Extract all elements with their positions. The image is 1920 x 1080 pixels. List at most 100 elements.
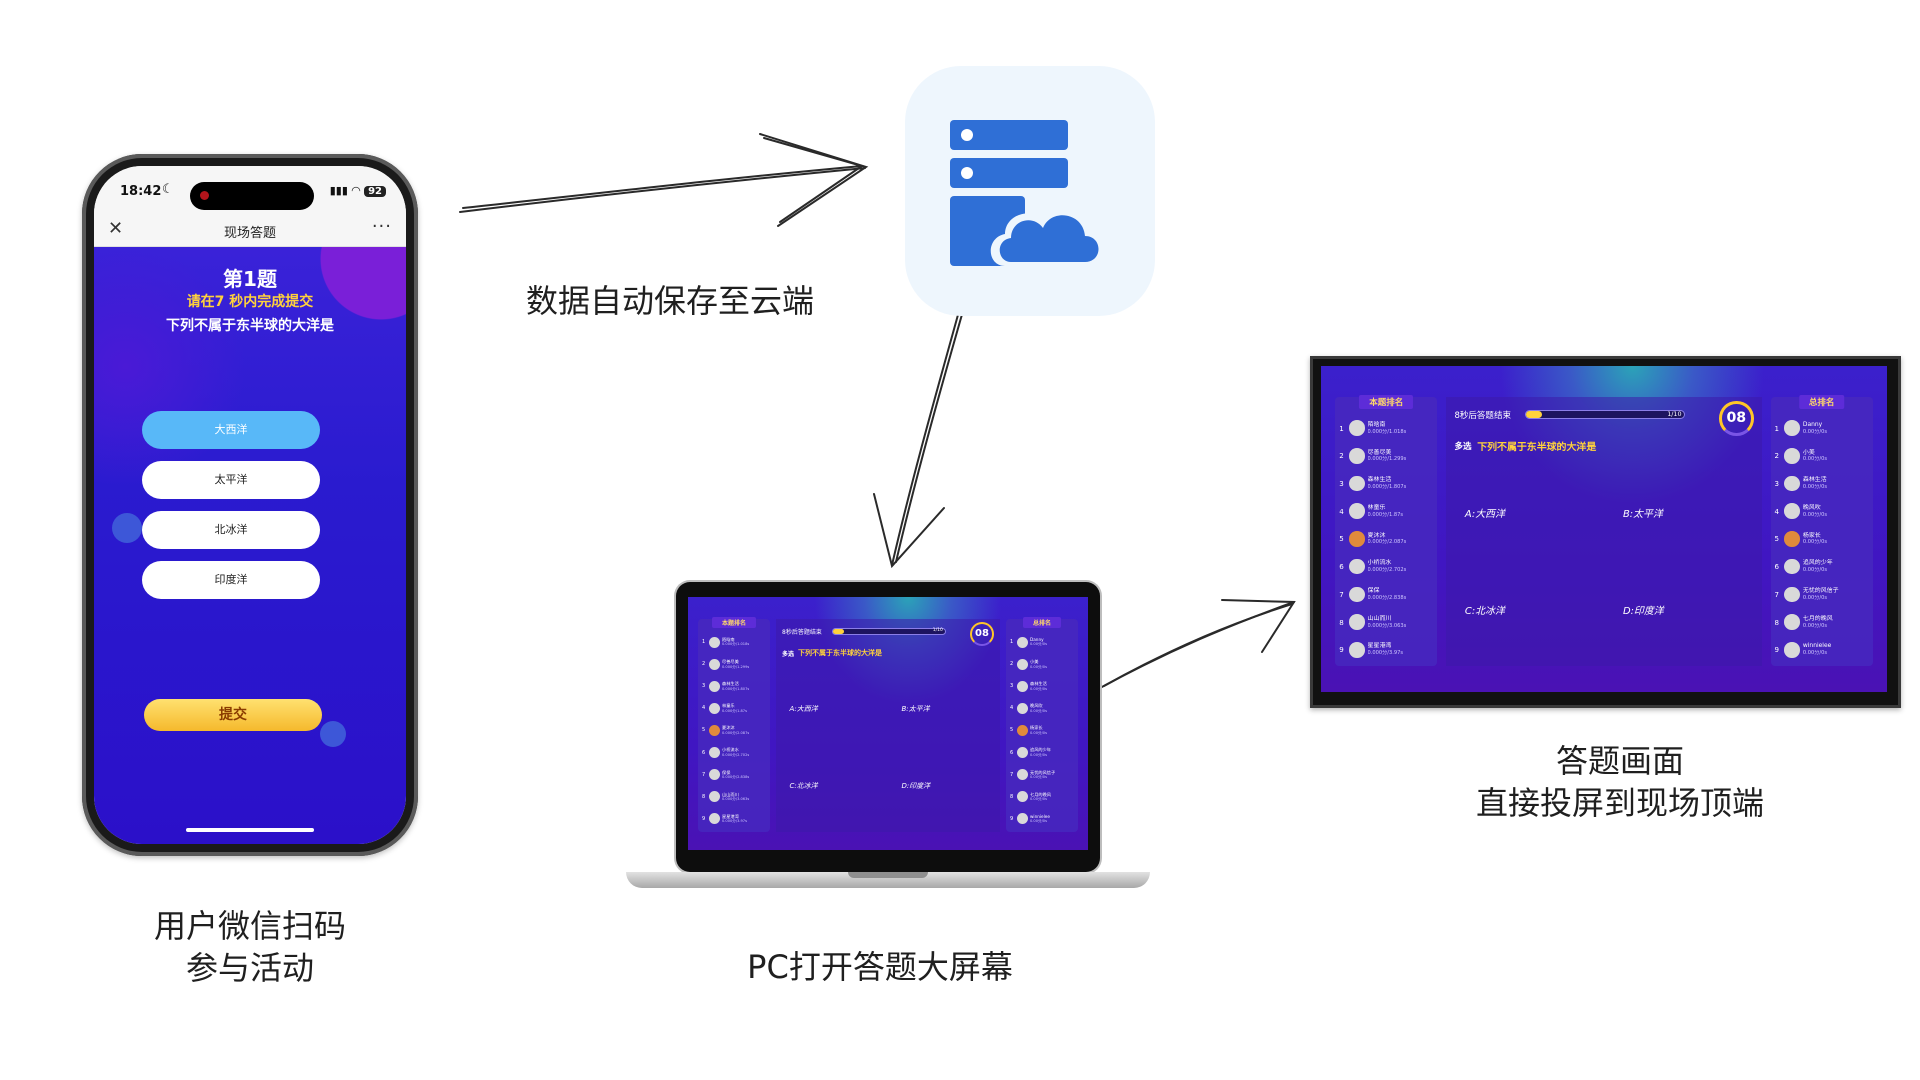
rank-score: 0.000分/3.063s	[1367, 622, 1407, 629]
option-d[interactable]: D:印度洋	[901, 781, 931, 790]
avatar	[1349, 531, 1365, 547]
rank-number: 9	[1774, 645, 1780, 655]
option-c[interactable]: C:北冰洋	[1464, 605, 1505, 617]
avatar	[1349, 614, 1365, 630]
question-text: 下列不属于东半球的大洋是	[166, 318, 334, 334]
rank-number: 4	[1339, 506, 1344, 516]
rank-score: 0.000分/2.702s	[1367, 567, 1407, 574]
avatar	[709, 636, 720, 648]
rank-score: 0.000分/1.018s	[1367, 428, 1407, 435]
progress-bar	[1524, 410, 1685, 420]
arrow-cloud-to-laptop	[891, 285, 967, 566]
rank-score: 0.00分/0s	[1802, 594, 1828, 601]
rank-score: 0.00分/0s	[1802, 650, 1828, 657]
rank-name: 七月的晚风	[1802, 614, 1833, 622]
rank-name: 山山而川	[722, 791, 739, 797]
more-dots-icon[interactable]: ···	[371, 216, 392, 237]
right-rank-title: 总排名	[1798, 395, 1845, 410]
rank-score: 0.00分/0s	[1802, 484, 1828, 491]
avatar	[1784, 614, 1801, 630]
avatar	[1017, 636, 1028, 648]
rank-number: 3	[1774, 479, 1780, 489]
option-c[interactable]: C:北冰洋	[789, 781, 818, 790]
option-d[interactable]: 印度洋	[142, 561, 320, 599]
rank-score: 0.00分/0s	[1030, 752, 1047, 757]
avatar	[1017, 813, 1028, 825]
option-a[interactable]: 大西洋	[142, 411, 320, 449]
rank-number: 6	[1010, 749, 1014, 756]
rank-score: 0.000分/1.807s	[722, 686, 750, 691]
wifi-icon: ◠	[351, 184, 361, 197]
rank-name: 森林生活	[722, 681, 739, 687]
option-a[interactable]: A:大西洋	[1464, 508, 1505, 520]
rank-name: 陌晗南	[722, 636, 735, 642]
option-b[interactable]: 太平洋	[142, 461, 320, 499]
rank-score: 0.00分/0s	[1030, 642, 1047, 647]
option-c[interactable]: 北冰洋	[142, 511, 320, 549]
rank-name: 山山而川	[1367, 614, 1392, 622]
rank-number: 7	[702, 771, 706, 778]
avatar	[1349, 586, 1365, 603]
progress-fill	[1525, 411, 1542, 419]
option-b[interactable]: B:太平洋	[901, 705, 930, 714]
rank-number: 8	[702, 793, 706, 800]
rank-number: 1	[1774, 423, 1780, 433]
arrow-laptop-to-monitor	[1099, 601, 1295, 689]
phone-caption-line-1: 用户微信扫码	[153, 907, 346, 945]
close-icon[interactable]: ✕	[108, 218, 124, 239]
option-a[interactable]: A:大西洋	[789, 705, 818, 714]
rank-name: Danny	[1030, 636, 1044, 642]
option-d[interactable]: D:印度洋	[1622, 605, 1664, 617]
dynamic-island	[190, 182, 314, 210]
avatar	[1349, 420, 1365, 436]
rank-name: 森林生活	[1367, 476, 1392, 484]
rank-score: 0.000分/3.063s	[722, 797, 750, 802]
rank-name: Danny	[1802, 420, 1823, 428]
rank-name: winnielee	[1030, 813, 1050, 819]
wechat-nav-bar: ✕ 现场答题 ···	[94, 216, 406, 247]
phone-caption: 用户微信扫码 参与活动	[120, 905, 380, 989]
home-indicator	[186, 828, 314, 832]
rank-number: 9	[702, 815, 706, 822]
avatar	[709, 791, 720, 803]
rank-score: 0.00分/0s	[1802, 567, 1828, 574]
rank-score: 0.000分/1.87s	[722, 708, 747, 713]
rank-score: 0.00分/0s	[1030, 775, 1047, 780]
cloud-caption: 数据自动保存至云端	[525, 282, 814, 320]
time-hint: 请在7 秒内完成提交	[186, 294, 314, 310]
rank-score: 0.00分/0s	[1030, 686, 1047, 691]
option-b[interactable]: B:太平洋	[1622, 508, 1663, 520]
rank-number: 8	[1774, 617, 1780, 627]
rank-name: 林童乐	[1367, 503, 1386, 511]
progress-label: 1/10	[932, 628, 943, 633]
submit-button[interactable]: 提交	[144, 699, 322, 731]
avatar	[709, 680, 720, 692]
monitor-caption-line-2: 直接投屏到现场顶端	[1475, 784, 1764, 822]
rank-name: 陌晗南	[1367, 420, 1386, 428]
